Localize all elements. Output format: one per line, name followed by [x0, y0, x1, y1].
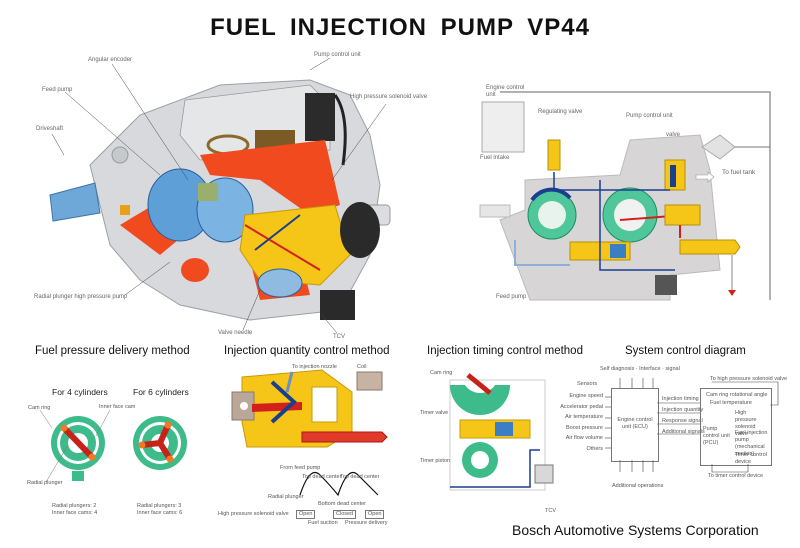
signal-list: Injection timing Injection quantity Resp… [662, 396, 705, 436]
label-timer-valve: Timer valve [420, 410, 449, 416]
timer-illustration [449, 373, 554, 491]
label-feed-pump: Feed pump [42, 87, 73, 93]
sensor-item: Boost pressure [566, 424, 603, 431]
label-bdc: Bottom dead center [318, 501, 367, 507]
sensor-item: Air flow volume [565, 435, 603, 441]
spec-four-plungers: Radial plungers: 2 [52, 503, 97, 509]
label-four-cylinders: For 4 cylinders [52, 387, 108, 397]
spec-six-plungers: Radial plungers: 3 [137, 503, 182, 509]
poster-title: FUEL INJECTION PUMP VP44 [210, 14, 590, 41]
label-pump-control-unit-schematic: Pump control unit [626, 113, 673, 119]
label-tdc-1: Top dead center [302, 474, 342, 480]
label-to-timer: To timer control device [708, 473, 764, 479]
label-cam-ring-timing: Cam ring [430, 370, 453, 376]
state-closed: Closed [333, 510, 357, 519]
label-valve-needle: Valve needle [218, 330, 253, 336]
sensor-item: Air temperature [565, 414, 603, 420]
sensor-item: Engine speed [569, 393, 603, 399]
label-six-cylinders: For 6 cylinders [133, 387, 189, 397]
label-mechanical-section: Fuel injection pump (mechanical section) [735, 430, 768, 457]
label-pcu: Pump control unit (PCU) [703, 426, 730, 446]
pump-control-box [700, 388, 772, 466]
label-cam-ring-angle: Cam ring rotational angle [706, 392, 768, 398]
label-feed-pump-schematic: Feed pump [496, 294, 527, 300]
label-regulating-valve: Regulating valve [538, 109, 583, 115]
state-open-1: Open [296, 510, 316, 519]
signal-item: Injection quantity [662, 407, 704, 413]
label-fuel-intake: Fuel intake [480, 155, 510, 161]
heading-fuel-pressure: Fuel pressure delivery method [35, 345, 190, 357]
sensor-item: Others [586, 445, 603, 452]
label-to-fuel-tank: To fuel tank [722, 169, 756, 176]
spec-four-cams: Inner face cams: 4 [52, 510, 98, 516]
heading-injection-quantity: Injection quantity control method [224, 345, 390, 357]
signal-item: Response signal [662, 418, 703, 424]
label-tcv-timing: TCV [545, 508, 556, 514]
label-from-feed-pump: From feed pump [280, 465, 321, 471]
label-pressure-delivery: Pressure delivery [345, 520, 388, 526]
label-radial-plunger-wave: Radial plunger [268, 494, 304, 500]
label-to-injection-nozzle: To injection nozzle [292, 364, 337, 370]
label-timer-control: Timer control device [735, 452, 767, 465]
label-pump-control-unit: Pump control unit [314, 52, 361, 58]
label-timer-piston: Timer piston [420, 458, 451, 464]
sensor-item: Accelerator pedal [560, 403, 603, 410]
label-tcv: TCV [333, 334, 345, 340]
state-open-2: Open [365, 510, 385, 519]
signal-item: Additional signals [662, 429, 705, 435]
label-angular-encoder: Angular encoder [88, 57, 133, 63]
pump-cutaway-illustration [49, 79, 391, 321]
label-radial-plunger: Radial plunger [27, 480, 63, 486]
spec-six-cams: Inner face cams: 6 [137, 510, 183, 516]
four-cylinder-cam-ring [51, 416, 105, 481]
ecu-box: Engine control unit (ECU) [611, 388, 659, 462]
label-hp-valve-box: High pressure solenoid valve [735, 410, 757, 437]
label-self-diagnosis: Self diagnosis · Interface · signal [600, 366, 680, 372]
label-engine-control-unit: Engine control unit [486, 85, 525, 98]
label-cam-ring: Cam ring [28, 405, 51, 411]
ecu-label: Engine control unit (ECU) [617, 417, 653, 430]
label-driveshaft: Driveshaft [36, 126, 64, 132]
signal-item: Injection timing [662, 396, 699, 402]
label-additional-operations: Additional operations [612, 483, 664, 489]
label-coil: Coil [357, 364, 367, 370]
six-cylinder-cam-ring [133, 416, 187, 470]
heading-system-control: System control diagram [625, 345, 746, 357]
solenoid-valve-illustration [231, 369, 388, 448]
label-sensors: Sensors [577, 381, 598, 387]
label-hp-valve-state: High pressure solenoid valve [218, 511, 289, 517]
plunger-stroke-wave [299, 471, 379, 497]
label-fuel-temp: Fuel temperature [710, 400, 752, 406]
schematic-illustration [479, 91, 771, 301]
label-to-hp-valve: To high pressure solenoid valve [710, 376, 788, 382]
label-inner-face-cam: Inner face cam [99, 404, 136, 410]
label-fuel-suction: Fuel suction [308, 520, 338, 526]
label-valve: valve [666, 132, 681, 138]
label-radial-plunger-pump: Radial plunger high pressure pump [34, 294, 128, 300]
heading-injection-timing: Injection timing control method [427, 345, 583, 357]
footer-company: Bosch Automotive Systems Corporation [512, 522, 759, 538]
sensor-list: Engine speed Accelerator pedal Air tempe… [553, 393, 603, 453]
label-hp-solenoid-valve: High pressure solenoid valve [350, 94, 428, 100]
label-tdc-2: Top dead center [340, 474, 380, 480]
